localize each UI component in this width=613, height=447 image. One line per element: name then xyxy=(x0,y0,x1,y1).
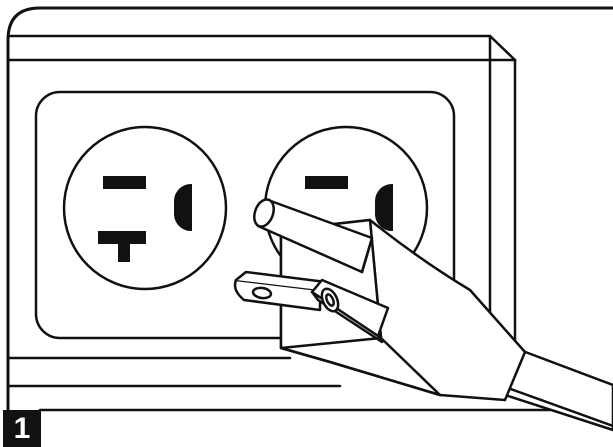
left-ground-hole xyxy=(174,184,192,231)
right-slot-top xyxy=(305,176,348,189)
left-slot-top xyxy=(103,176,146,189)
left-receptacle xyxy=(64,127,226,289)
step-number: 1 xyxy=(14,412,31,445)
step-number-badge: 1 xyxy=(3,410,41,447)
right-ground-hole xyxy=(375,184,393,231)
left-t-slot xyxy=(98,231,146,262)
